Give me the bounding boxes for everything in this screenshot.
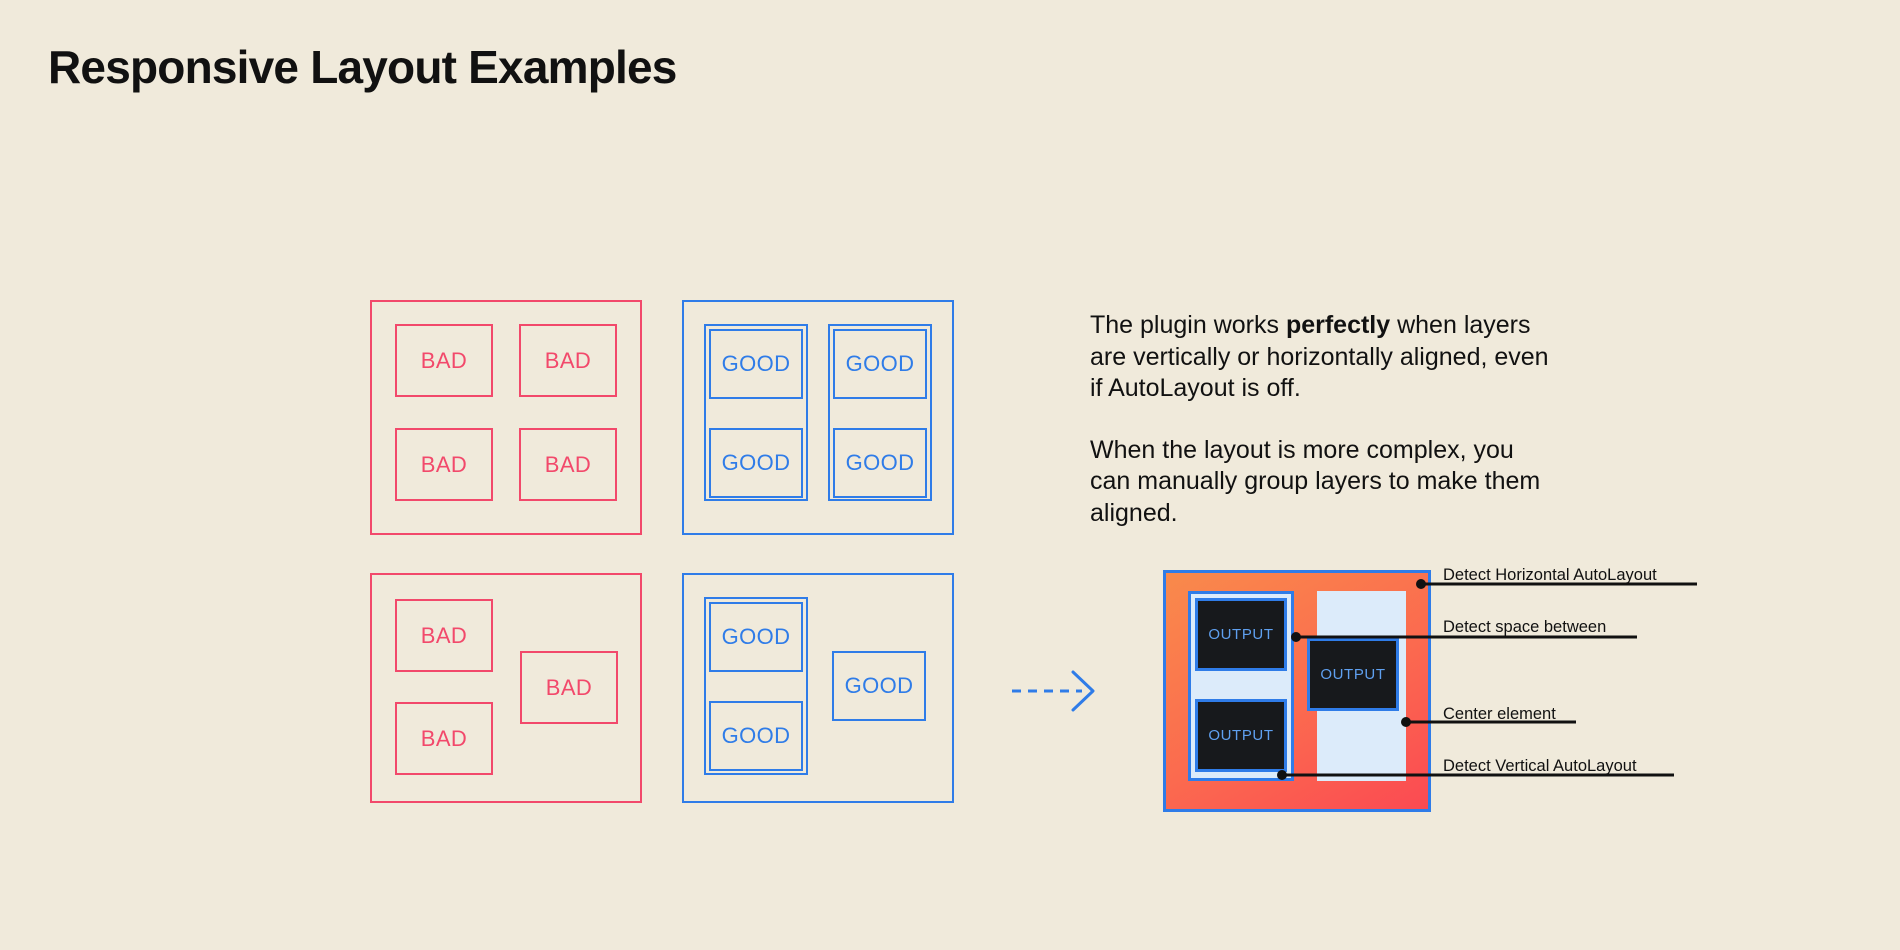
example-cell-good: GOOD xyxy=(709,428,803,498)
mockup-output-center-right: OUTPUT xyxy=(1307,638,1399,711)
example-cell-good: GOOD xyxy=(832,651,926,721)
callout-label-center-element: Center element xyxy=(1443,705,1556,723)
example-cell-bad: BAD xyxy=(520,651,618,724)
description-p1-before: The plugin works xyxy=(1090,311,1286,339)
mockup-frame: OUTPUT OUTPUT OUTPUT xyxy=(1163,570,1431,812)
example-cell-bad: BAD xyxy=(519,324,617,397)
example-cell-bad: BAD xyxy=(395,324,493,397)
mockup-output-top-left: OUTPUT xyxy=(1195,598,1287,671)
example-cell-bad: BAD xyxy=(519,428,617,501)
example-group-bad-complex: BAD BAD BAD xyxy=(370,573,642,803)
example-group-good-grid: GOOD GOOD GOOD GOOD xyxy=(682,300,954,535)
description-paragraph-1: The plugin works perfectly when layers a… xyxy=(1090,310,1560,405)
example-cell-good: GOOD xyxy=(709,602,803,672)
description-text: The plugin works perfectly when layers a… xyxy=(1090,310,1560,529)
good-column-ring xyxy=(704,597,808,775)
description-p1-emphasis: perfectly xyxy=(1285,311,1391,339)
example-cell-bad: BAD xyxy=(395,428,493,501)
description-paragraph-2: When the layout is more complex, you can… xyxy=(1090,435,1541,527)
example-cell-bad: BAD xyxy=(395,599,493,672)
example-cell-good: GOOD xyxy=(709,701,803,771)
description-p1-after: when layers are vertically or horizontal… xyxy=(1090,311,1549,402)
good-column-ring xyxy=(828,324,932,501)
good-column-ring xyxy=(704,324,808,501)
example-cell-good: GOOD xyxy=(833,329,927,399)
example-cell-bad: BAD xyxy=(395,702,493,775)
callout-label-detect-space-between: Detect space between xyxy=(1443,618,1607,636)
page-title: Responsive Layout Examples xyxy=(48,41,677,93)
callout-label-detect-horizontal-autolayout: Detect Horizontal AutoLayout xyxy=(1443,566,1657,584)
mockup-output-bottom-left: OUTPUT xyxy=(1195,699,1287,772)
callout-label-detect-vertical-autolayout: Detect Vertical AutoLayout xyxy=(1443,757,1637,775)
example-group-bad-grid: BAD BAD BAD BAD xyxy=(370,300,642,535)
example-cell-good: GOOD xyxy=(709,329,803,399)
example-cell-good: GOOD xyxy=(833,428,927,498)
example-group-good-complex: GOOD GOOD GOOD xyxy=(682,573,954,803)
transform-arrow-icon xyxy=(1012,670,1095,712)
